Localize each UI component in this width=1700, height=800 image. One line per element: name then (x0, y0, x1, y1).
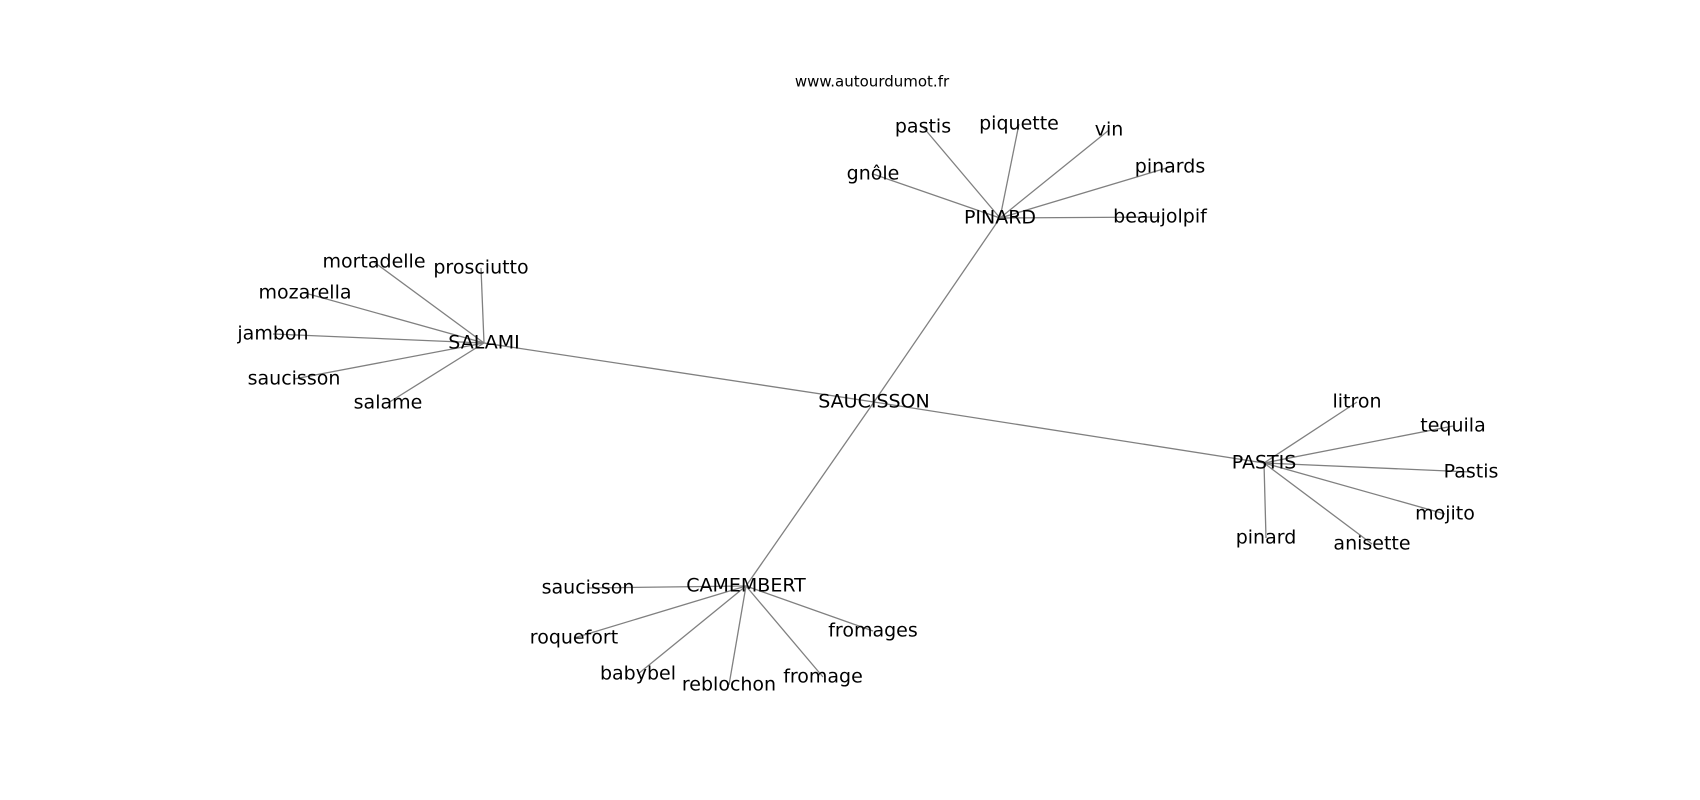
edge-pinard-to-piquette (999, 123, 1020, 219)
hub-node-salami[interactable]: SALAMI (448, 332, 519, 354)
edge-camembert-to-babybel (637, 585, 747, 675)
leaf-node-camembert-reblochon[interactable]: reblochon (682, 674, 776, 696)
edge-salami-to-saucisson (293, 342, 485, 380)
leaf-node-salami-prosciutto[interactable]: prosciutto (433, 257, 528, 279)
edge-salami-to-jambon (272, 333, 485, 344)
edge-pastis-to-tequila (1263, 425, 1454, 464)
edge-pinard-to-pastis (922, 126, 1001, 219)
leaf-node-camembert-babybel[interactable]: babybel (600, 663, 676, 685)
leaf-node-camembert-fromage[interactable]: fromage (783, 666, 863, 688)
graph-nodes: SAUCISSON SALAMI mortadelle prosciutto mozar… (236, 113, 1498, 696)
graph-edges (272, 123, 1472, 686)
source-watermark: www.autourdumot.fr (795, 73, 950, 91)
edge-camembert-to-fromage (745, 585, 824, 678)
edge-pinard-to-gnole (872, 173, 1001, 219)
hub-node-pinard[interactable]: PINARD (964, 207, 1036, 229)
edge-pinard-to-beaujolpif (999, 216, 1161, 219)
edge-center-to-pastis (873, 401, 1265, 464)
edge-center-to-pinard (873, 217, 1001, 403)
leaf-node-salami-jambon[interactable]: jambon (236, 323, 308, 345)
leaf-node-pastis-pinard[interactable]: pinard (1236, 527, 1297, 549)
hub-node-camembert[interactable]: CAMEMBERT (686, 575, 806, 597)
edge-center-to-camembert (745, 401, 875, 587)
leaf-node-salami-mortadelle[interactable]: mortadelle (322, 251, 425, 273)
edge-pastis-to-litron (1263, 401, 1358, 464)
edge-pastis-to-anisette (1263, 462, 1373, 545)
leaf-node-pastis-anisette[interactable]: anisette (1333, 533, 1410, 555)
leaf-node-pinard-gnole[interactable]: gnôle (847, 163, 900, 185)
edge-center-to-salami (483, 342, 875, 403)
hub-node-pastis[interactable]: PASTIS (1232, 452, 1297, 474)
edge-salami-to-prosciutto (480, 267, 485, 344)
leaf-node-pinard-pinards[interactable]: pinards (1135, 156, 1205, 178)
center-node-label[interactable]: SAUCISSON (818, 391, 929, 413)
leaf-node-pinard-piquette[interactable]: piquette (979, 113, 1059, 135)
edge-camembert-to-reblochon (728, 585, 747, 686)
leaf-node-salami-mozarella[interactable]: mozarella (258, 282, 351, 304)
edge-pinard-to-vin (999, 129, 1110, 219)
edge-pinard-to-pinards (999, 166, 1171, 219)
edge-salami-to-mozarella (304, 292, 485, 344)
leaf-node-pastis-litron[interactable]: litron (1332, 391, 1381, 413)
leaf-node-pastis-tequila[interactable]: tequila (1420, 415, 1485, 437)
leaf-node-pastis-mojito[interactable]: mojito (1415, 503, 1475, 525)
edge-camembert-to-fromages (745, 585, 874, 632)
leaf-node-salami-saucisson[interactable]: saucisson (248, 368, 341, 390)
leaf-node-pastis-pastis[interactable]: Pastis (1444, 461, 1499, 483)
edge-salami-to-salame (387, 342, 485, 404)
edge-camembert-to-saucisson (587, 585, 747, 589)
leaf-node-camembert-fromages[interactable]: fromages (828, 620, 918, 642)
edge-camembert-to-roquefort (573, 585, 747, 639)
leaf-node-camembert-roquefort[interactable]: roquefort (530, 627, 618, 649)
leaf-node-pinard-vin[interactable]: vin (1095, 119, 1124, 141)
edge-pastis-to-pastis (1263, 462, 1472, 473)
edge-pastis-to-pinard (1263, 462, 1267, 539)
edge-salami-to-mortadelle (373, 261, 485, 344)
leaf-node-salami-salame[interactable]: salame (354, 392, 423, 414)
edge-pastis-to-mojito (1263, 462, 1446, 515)
leaf-node-pinard-beaujolpif[interactable]: beaujolpif (1113, 206, 1208, 228)
leaf-node-camembert-saucisson[interactable]: saucisson (542, 577, 635, 599)
leaf-node-pinard-pastis[interactable]: pastis (895, 116, 951, 138)
